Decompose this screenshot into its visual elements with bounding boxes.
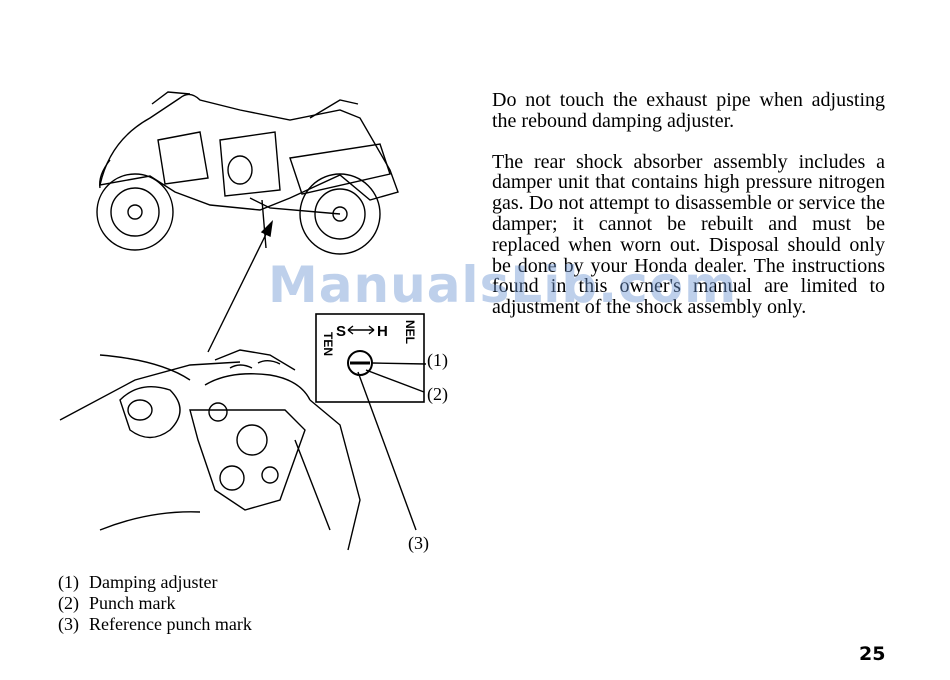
legend-item: (1) Damping adjuster (58, 572, 252, 593)
motorcycle-drawing (96, 91, 399, 255)
rear-suspension-illustration: TEN S H NEL (59, 91, 427, 551)
callout-line-1 (371, 362, 427, 365)
legend-label: Punch mark (89, 593, 176, 613)
legend-label: Reference punch mark (89, 614, 252, 634)
legend-label: Damping adjuster (89, 572, 218, 592)
callout-line-2 (365, 369, 425, 393)
legend-number: (1) (58, 572, 79, 592)
warning-paragraph: Do not touch the exhaust pipe when adjus… (492, 89, 885, 132)
inset-label-s: S (336, 323, 346, 340)
inset-label-ten: TEN (321, 332, 335, 356)
legend-number: (2) (58, 593, 79, 613)
adjuster-inset: TEN S H NEL (315, 313, 425, 403)
callout-line-3 (357, 371, 417, 531)
closeup-drawing (59, 349, 361, 551)
info-paragraph: The rear shock absorber assembly include… (492, 150, 885, 319)
callout-2: (2) (427, 384, 448, 404)
watermark: ManualsLib.com (268, 256, 738, 314)
arrow-head (260, 220, 273, 238)
legend-item: (2) Punch mark (58, 593, 252, 614)
figure-legend: (1) Damping adjuster (2) Punch mark (3) … (58, 572, 252, 635)
inset-label-h: H (377, 323, 388, 340)
callout-3: (3) (408, 533, 429, 553)
body-text: Do not touch the exhaust pipe when adjus… (492, 90, 885, 338)
inset-label-nel: NEL (403, 320, 417, 344)
page-number: 25 (859, 643, 886, 665)
leader-line (207, 221, 273, 353)
legend-number: (3) (58, 614, 79, 634)
callout-1: (1) (427, 350, 448, 370)
legend-item: (3) Reference punch mark (58, 614, 252, 635)
